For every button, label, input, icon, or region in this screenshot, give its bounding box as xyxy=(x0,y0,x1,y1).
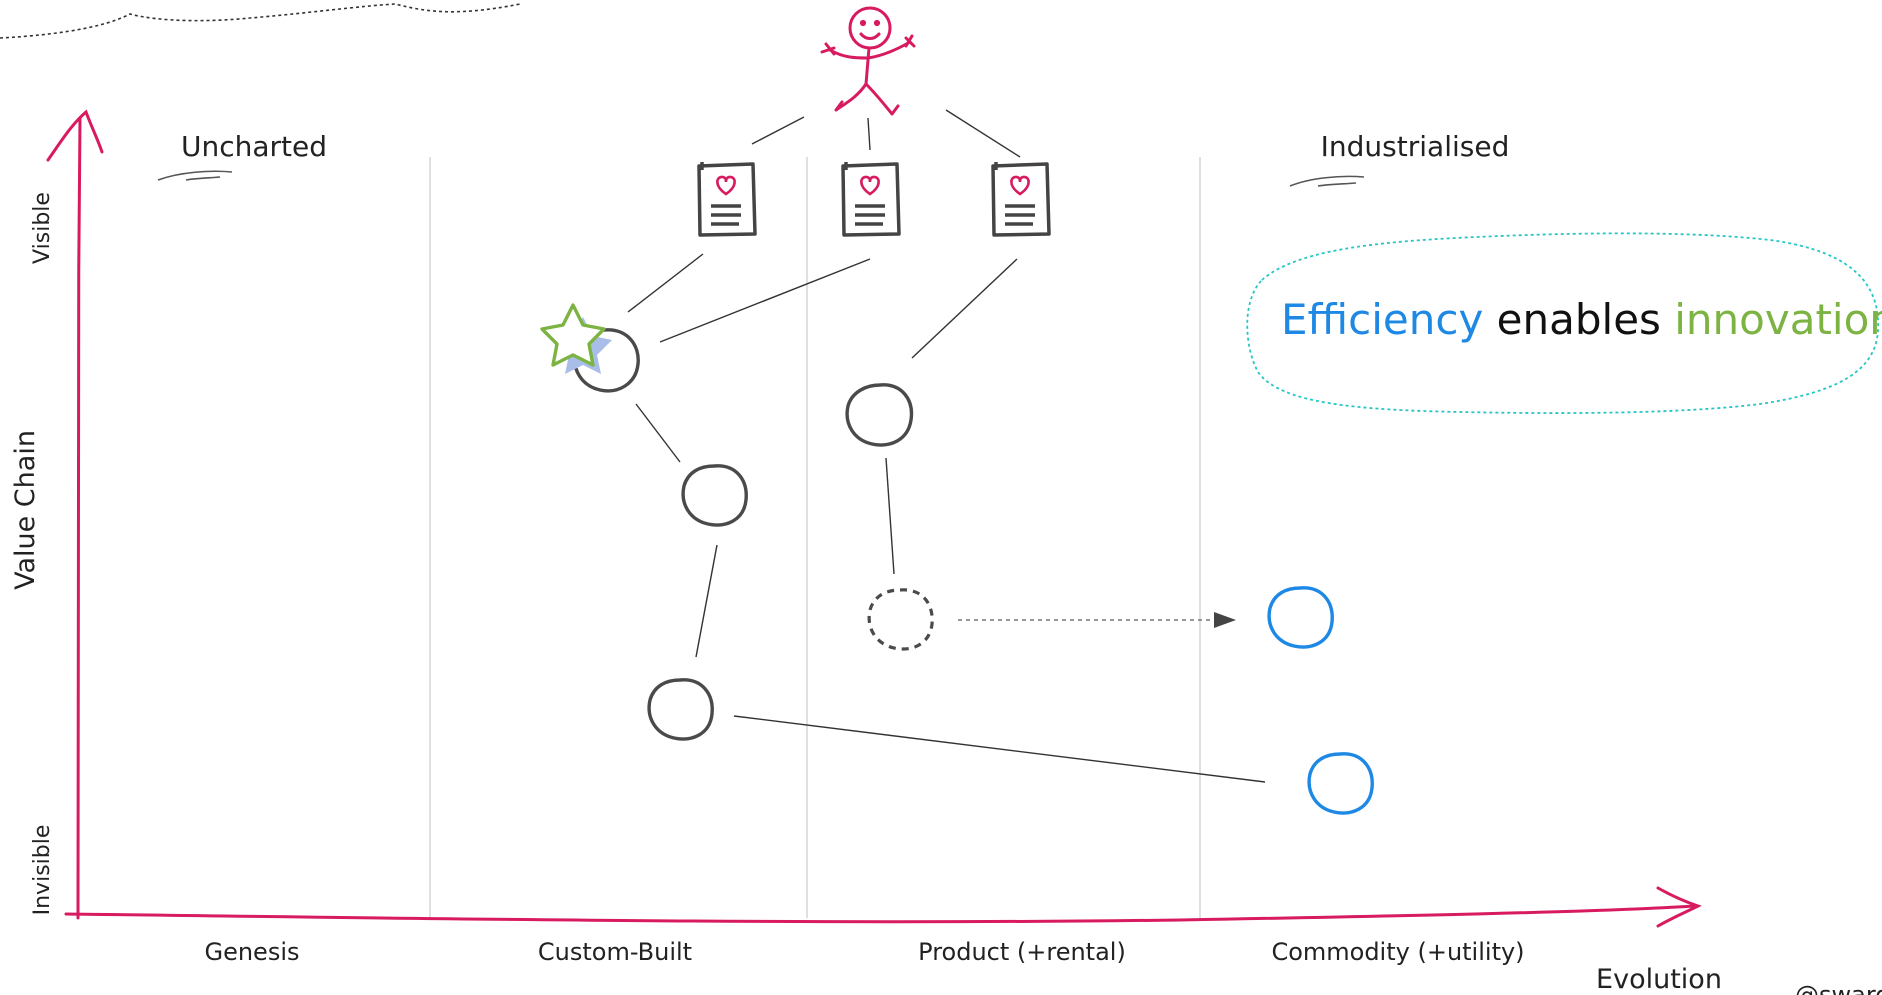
evolved-component-node xyxy=(1307,752,1374,815)
need-document-icon xyxy=(841,162,901,237)
stage-label-product: Product (+rental) xyxy=(918,938,1126,966)
callout-word-innovation: innovation xyxy=(1674,295,1882,344)
innovation-star-icon xyxy=(540,303,612,374)
callout-word-enables: enables xyxy=(1483,295,1674,344)
user-figure xyxy=(820,6,916,116)
callout-word-efficiency: Efficiency xyxy=(1281,295,1483,344)
callout-text: Efficiency enables innovation xyxy=(1281,295,1882,344)
component-node xyxy=(845,383,914,447)
evolution-arrowhead xyxy=(1214,612,1236,628)
need-document-icon xyxy=(991,162,1051,237)
corner-text: @swardley xyxy=(1795,981,1882,995)
y-axis-top-label: Visible xyxy=(30,192,55,264)
component-node-dashed xyxy=(867,588,934,651)
callout-cloud xyxy=(1246,232,1879,414)
need-document-icon xyxy=(697,162,757,237)
component-node xyxy=(681,464,748,527)
x-axis-title: Evolution xyxy=(1596,964,1722,995)
stage-label-commodity: Commodity (+utility) xyxy=(1271,938,1524,966)
uncharted-label: Uncharted xyxy=(181,130,327,163)
component-node xyxy=(647,678,714,741)
y-axis-bottom-label: Invisible xyxy=(30,825,55,916)
connections xyxy=(627,109,1266,783)
uncharted-underline xyxy=(157,170,233,181)
industrialised-underline xyxy=(1289,175,1365,187)
stage-label-genesis: Genesis xyxy=(204,938,299,966)
x-axis xyxy=(64,886,1702,928)
cloud-shape xyxy=(0,3,521,39)
y-axis-title: Value Chain xyxy=(10,430,41,590)
y-axis xyxy=(46,109,104,920)
evolved-component-node xyxy=(1267,586,1334,649)
industrialised-label: Industrialised xyxy=(1321,130,1510,163)
stage-label-custom-built: Custom-Built xyxy=(538,938,692,966)
